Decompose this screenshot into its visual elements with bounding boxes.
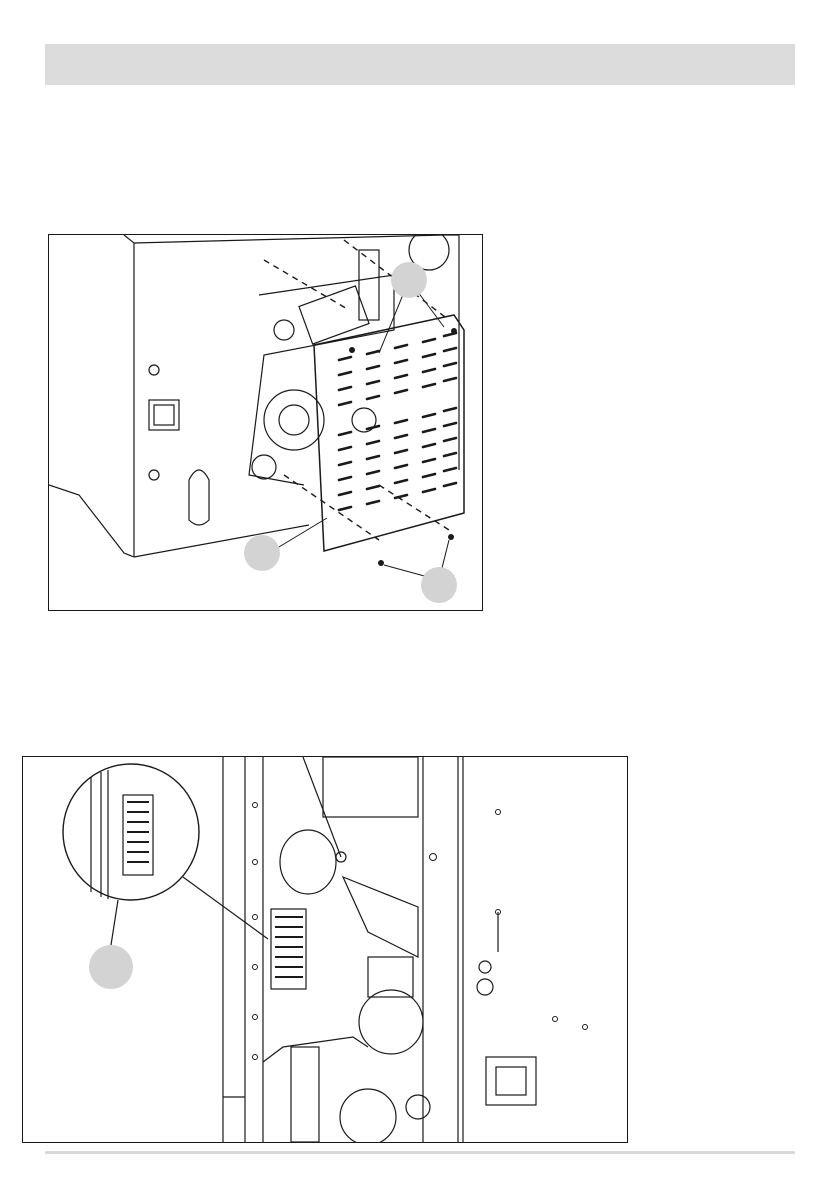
figure-panel-removal <box>48 234 483 611</box>
header-band <box>45 44 795 85</box>
perforated-cover-icon <box>314 315 464 551</box>
knob <box>340 1089 396 1142</box>
callout-circle <box>244 535 280 571</box>
grommet-icon <box>477 979 493 995</box>
fan-motor <box>264 390 324 450</box>
pipe-top <box>359 250 379 320</box>
body-left-edge <box>49 485 134 557</box>
pump-icon <box>368 957 413 997</box>
figure-terminal-block <box>22 756 628 1143</box>
control-board <box>323 757 418 817</box>
terminal-block-illustration <box>23 757 627 1142</box>
grommet-icon <box>149 365 159 375</box>
leader-line-icon <box>274 280 449 580</box>
footer-rule <box>45 1151 795 1154</box>
callout-circle <box>391 262 427 298</box>
pipe-fitting-icon <box>252 455 276 479</box>
body-front-edge <box>124 235 134 557</box>
display-module <box>291 1047 319 1142</box>
callout-circle <box>89 945 133 989</box>
cover-slots <box>339 333 456 510</box>
body-right-edge <box>444 235 459 470</box>
pipe-fitting-icon <box>274 320 294 340</box>
panel-opening <box>249 275 394 485</box>
screw-icon <box>253 803 588 1060</box>
pump-icon <box>359 990 423 1054</box>
grommet-icon <box>149 470 159 480</box>
panel-removal-illustration <box>49 235 482 610</box>
fan-housing <box>280 830 336 894</box>
callout-circle <box>421 567 457 603</box>
slot-opening <box>189 470 209 525</box>
switch-icon <box>486 1057 536 1105</box>
